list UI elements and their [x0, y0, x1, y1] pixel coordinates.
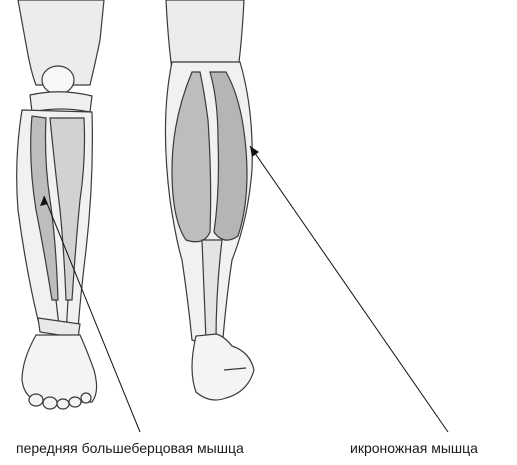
toe: [81, 393, 91, 403]
toe: [29, 394, 43, 406]
tibia-head: [30, 92, 92, 112]
front-foot: [22, 335, 97, 402]
patella: [42, 66, 74, 94]
pointer-gastrocnemius: [250, 146, 448, 432]
toe: [69, 397, 81, 407]
toe: [43, 397, 57, 409]
toe: [57, 399, 69, 409]
label-gastrocnemius: икроножная мышца: [350, 440, 478, 456]
back-foot: [192, 334, 254, 400]
front-leg-view: [17, 0, 104, 409]
back-thigh: [166, 0, 244, 70]
label-tibialis-anterior: передняя большеберцовая мышца: [16, 440, 244, 456]
back-leg-view: [165, 0, 254, 400]
